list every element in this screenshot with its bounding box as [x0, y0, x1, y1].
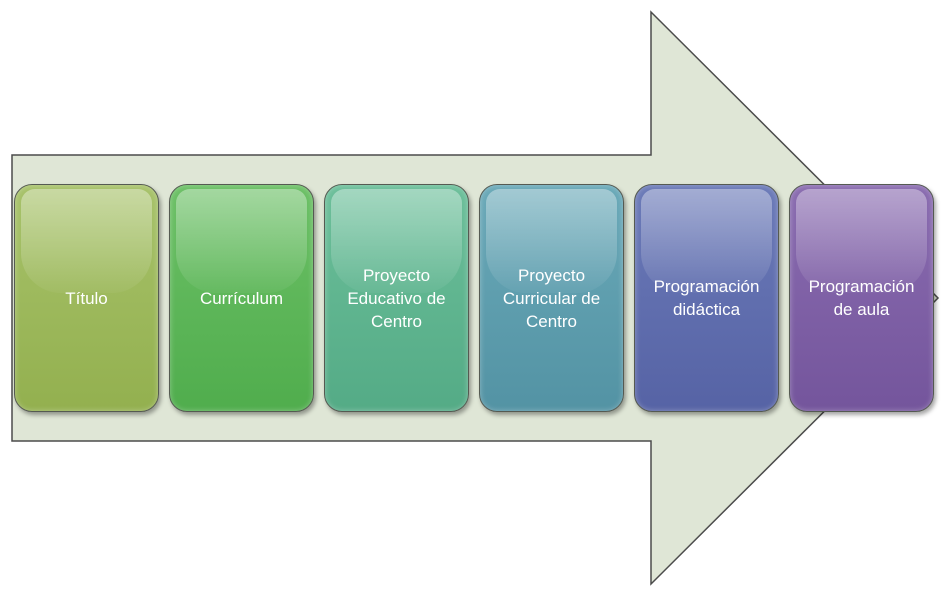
step-label: Currículum — [199, 288, 284, 308]
step-proyecto-curricular: Proyecto Curricular de Centro — [479, 184, 624, 412]
step-label: Programación de aula — [808, 277, 915, 319]
step-programacion-didactica: Programación didáctica — [634, 184, 779, 412]
step-label: Programación didáctica — [653, 277, 760, 319]
step-label: Proyecto Curricular de Centro — [502, 265, 601, 331]
step-titulo: Título — [14, 184, 159, 412]
step-proyecto-educativo: Proyecto Educativo de Centro — [324, 184, 469, 412]
step-label: Proyecto Educativo de Centro — [347, 265, 446, 331]
step-programacion-aula: Programación de aula — [789, 184, 934, 412]
step-curriculum: Currículum — [169, 184, 314, 412]
step-label: Título — [65, 288, 108, 308]
arrow-shape — [11, 10, 940, 586]
